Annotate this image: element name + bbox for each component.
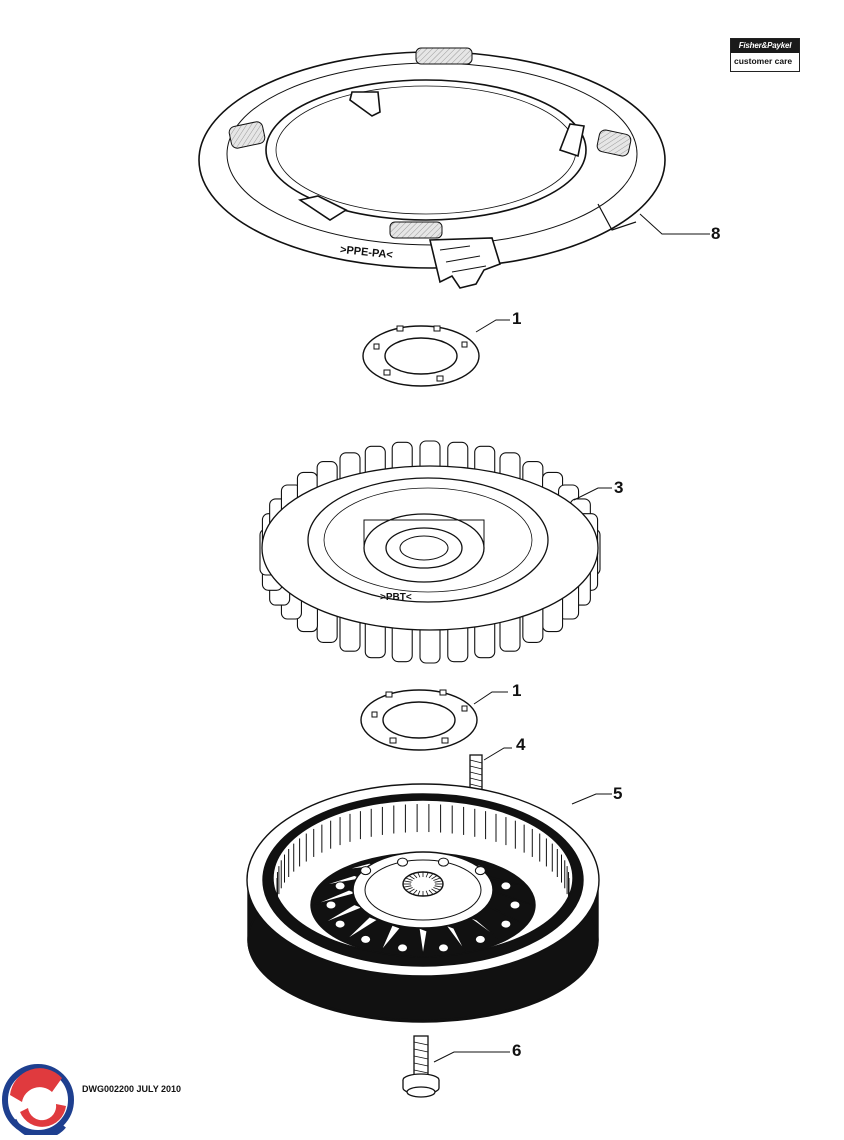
hub-spline	[434, 880, 443, 883]
rotor-fin	[483, 904, 525, 925]
brand-badge: Fisher&Paykel customer care	[730, 38, 800, 72]
rotor-hole	[500, 919, 512, 929]
hub-spline	[405, 887, 413, 891]
brand-tagline: customer care	[734, 56, 793, 66]
hub-spline	[408, 875, 415, 880]
brand-logo-mark	[2, 1064, 74, 1140]
rotor-hole	[437, 943, 449, 953]
rotor-hole	[360, 934, 372, 944]
callout-8: 8	[711, 224, 721, 243]
hub-spline	[403, 885, 412, 888]
rotor-hole	[474, 866, 486, 876]
callout-6: 6	[512, 1041, 522, 1060]
stator-stamp-text: >PBT<	[380, 592, 412, 603]
part-1-washer-bottom	[360, 689, 478, 751]
callout-3: 3	[614, 478, 624, 497]
callout-1-bottom: 1	[512, 681, 522, 700]
part-1-washer-top	[362, 325, 480, 387]
leader-line-3	[573, 487, 612, 501]
hub-spline	[425, 872, 429, 878]
leader-line-1a	[475, 319, 510, 333]
leader-line-4	[483, 747, 512, 761]
callout-1-top: 1	[512, 309, 522, 328]
leader-line-1b	[473, 691, 508, 705]
leader-line-8	[639, 213, 710, 235]
rotor-fin	[418, 927, 428, 956]
drawing-code: DWG002200 JULY 2010	[82, 1084, 182, 1094]
rotor-hole	[500, 881, 512, 891]
hub-spline	[405, 877, 413, 881]
hub-spline	[428, 873, 434, 879]
rotor-hole	[474, 934, 486, 944]
callout-4: 4	[516, 735, 526, 754]
hub-spline	[433, 877, 441, 881]
hub-spline	[417, 872, 421, 878]
hub-spline	[408, 888, 415, 893]
hub-spline	[412, 873, 418, 879]
hub-spline	[403, 880, 412, 883]
rotor-hole	[360, 866, 372, 876]
part-5-rotor	[246, 783, 600, 1023]
rotor-fin	[468, 916, 502, 941]
rotor-hole	[437, 857, 449, 867]
part-3-stator: >PBT<	[259, 440, 601, 664]
callout-5: 5	[613, 784, 623, 803]
part-8-mounting-ring: >PPE-PA<	[198, 47, 666, 289]
hub-spline	[417, 890, 421, 896]
hub-spline	[433, 887, 441, 891]
ring-stamp-text: >PPE-PA<	[339, 244, 393, 261]
rotor-fin	[380, 924, 402, 952]
rotor-fin	[444, 924, 466, 952]
part-6-bolt	[402, 1035, 440, 1098]
rotor-fin	[344, 916, 379, 941]
hub-spline	[425, 890, 429, 896]
hub-spline	[412, 889, 418, 895]
leader-line-5	[571, 793, 612, 805]
leader-line-6	[433, 1051, 510, 1063]
rotor-hole	[397, 857, 409, 867]
hub-spline	[434, 885, 443, 888]
rotor-hole	[334, 919, 346, 929]
hub-spline	[431, 875, 438, 880]
rotor-hole	[509, 900, 521, 910]
rotor-hole	[325, 900, 337, 910]
rotor-fin	[321, 903, 364, 925]
rotor-hole	[397, 943, 409, 953]
hub-spline	[431, 888, 438, 893]
brand-name: Fisher&Paykel	[731, 39, 799, 53]
rotor-hole	[334, 881, 346, 891]
hub-spline	[428, 889, 434, 895]
